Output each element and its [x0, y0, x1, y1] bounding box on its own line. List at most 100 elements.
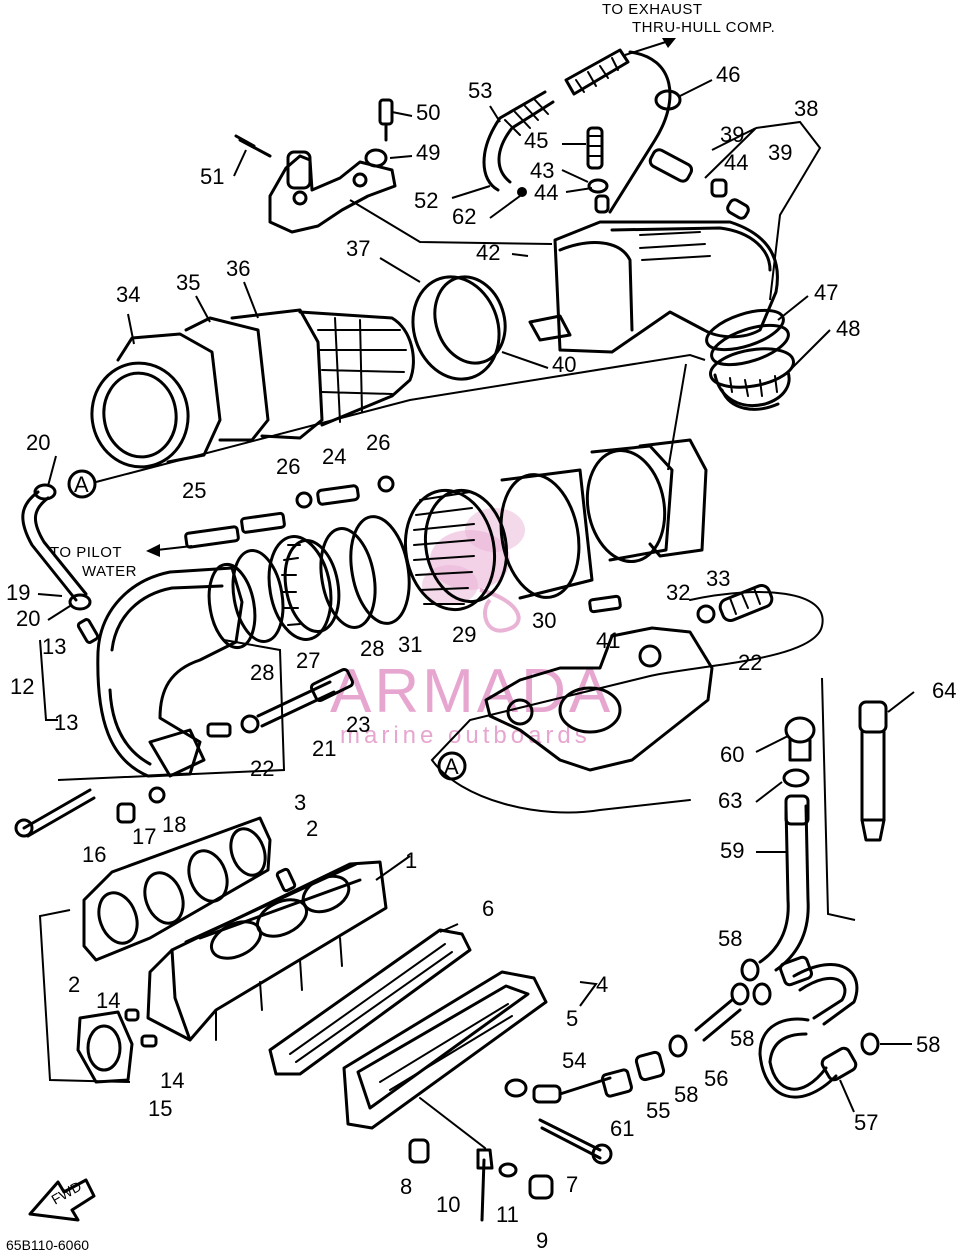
callout-33: 33 — [706, 566, 730, 591]
callout-37: 37 — [346, 236, 370, 261]
part-12-exhaust-elbow-pipe — [76, 562, 257, 778]
callout-52: 52 — [414, 188, 438, 213]
callout-39a: 39 — [720, 122, 744, 147]
part-27-28-29-30-31-couplings — [231, 468, 594, 643]
part-21-23-tube — [240, 667, 355, 734]
marker-a-lower-label: A — [444, 754, 459, 779]
callout-26b: 26 — [366, 430, 390, 455]
callout-53: 53 — [468, 78, 492, 103]
callout-14b: 14 — [160, 1068, 184, 1093]
callout-56: 56 — [704, 1066, 728, 1091]
callout-16: 16 — [82, 842, 106, 867]
callout-31: 31 — [398, 632, 422, 657]
callout-50: 50 — [416, 100, 440, 125]
callout-17: 17 — [132, 824, 156, 849]
part-59-60-63-64-pipe-fittings — [758, 700, 888, 972]
callout-22a: 22 — [250, 756, 274, 781]
note-thru-hull: THRU-HULL COMP. — [632, 19, 775, 36]
drawing-number: 65B110-6060 — [6, 1237, 89, 1253]
callout-45: 45 — [524, 128, 548, 153]
callout-19: 19 — [6, 580, 30, 605]
part-54-55-56-58-61-fittings — [504, 958, 772, 1104]
callout-55: 55 — [646, 1098, 670, 1123]
callout-26a: 26 — [276, 454, 300, 479]
callout-63: 63 — [718, 788, 742, 813]
callout-18: 18 — [162, 812, 186, 837]
callout-58d: 58 — [916, 1032, 940, 1057]
callout-21: 21 — [312, 736, 336, 761]
note-to-pilot: TO PILOT — [50, 544, 122, 561]
note-pilot-water: WATER — [82, 563, 137, 580]
part-callouts: 1 1 2 2 3 4 5 6 7 8 9 10 11 12 13 13 14 … — [6, 62, 956, 1253]
arrow-head-icon — [662, 38, 676, 48]
callout-32: 32 — [666, 580, 690, 605]
callout-58b: 58 — [730, 1026, 754, 1051]
part-19-water-hose — [21, 483, 92, 611]
callout-20a: 20 — [26, 430, 50, 455]
callout-54: 54 — [562, 1048, 586, 1073]
part-24-25-26-pins — [184, 475, 395, 549]
callout-36: 36 — [226, 256, 250, 281]
callout-20b: 20 — [16, 606, 40, 631]
callout-leaders — [37, 79, 915, 1113]
callout-58c: 58 — [674, 1082, 698, 1107]
routing-line-A — [430, 591, 824, 814]
callout-13a: 13 — [42, 634, 66, 659]
callout-6: 6 — [482, 896, 494, 921]
callout-12: 12 — [10, 674, 34, 699]
callout-2b: 2 — [68, 972, 80, 997]
callout-40: 40 — [552, 352, 576, 377]
callout-48: 48 — [836, 316, 860, 341]
callout-25: 25 — [182, 478, 206, 503]
callout-46: 46 — [716, 62, 740, 87]
part-57-water-hose — [758, 955, 880, 1099]
callout-64: 64 — [932, 678, 956, 703]
arrow-head-icon — [146, 544, 160, 557]
callout-10: 10 — [436, 1192, 460, 1217]
callout-44a: 44 — [534, 180, 558, 205]
callout-44b: 44 — [724, 150, 748, 175]
callout-59: 59 — [720, 838, 744, 863]
exhaust-manifold-outlet-plate — [484, 626, 714, 772]
callout-35: 35 — [176, 270, 200, 295]
callout-1-label: 1 — [405, 848, 417, 873]
callout-3: 3 — [294, 790, 306, 815]
part-7-8-9-10-11-fasteners — [408, 1097, 613, 1222]
callout-58a: 58 — [718, 926, 742, 951]
callout-14a: 14 — [96, 988, 120, 1013]
callout-5: 5 — [566, 1006, 578, 1031]
callout-9: 9 — [536, 1228, 548, 1253]
note-to-exhaust: TO EXHAUST — [602, 1, 703, 18]
callout-4: 4 — [596, 972, 608, 997]
part-6-cover-gasket — [268, 928, 472, 1076]
part-4-5-water-jacket-cover — [342, 970, 548, 1130]
callout-24: 24 — [322, 444, 346, 469]
callout-49: 49 — [416, 140, 440, 165]
callout-34: 34 — [116, 282, 140, 307]
marker-a-upper-label: A — [74, 472, 89, 497]
part-34-35-36-muffler — [90, 275, 507, 469]
small-fittings-group-top — [517, 89, 750, 220]
callout-47: 47 — [814, 280, 838, 305]
part-47-48-hose-clamp — [709, 347, 795, 411]
callout-51: 51 — [200, 164, 224, 189]
part-3-manifold-gasket — [82, 816, 297, 962]
watermark-flower-logo — [422, 508, 525, 633]
callout-42: 42 — [476, 240, 500, 265]
callout-39b: 39 — [768, 140, 792, 165]
callout-2a: 2 — [306, 816, 318, 841]
part-53-exhaust-hose — [482, 48, 630, 192]
marker-a-lower: A — [437, 751, 467, 781]
callout-27: 27 — [296, 648, 320, 673]
callout-28a: 28 — [250, 660, 274, 685]
callout-28b: 28 — [360, 636, 384, 661]
leader-lines — [38, 120, 856, 1083]
callout-23: 23 — [346, 712, 370, 737]
callout-15: 15 — [148, 1096, 172, 1121]
callout-29: 29 — [452, 622, 476, 647]
callout-8: 8 — [400, 1174, 412, 1199]
fwd-arrow: FWD — [28, 1178, 96, 1222]
callout-38: 38 — [794, 96, 818, 121]
part-49-50-51-mount-bracket — [234, 98, 397, 234]
